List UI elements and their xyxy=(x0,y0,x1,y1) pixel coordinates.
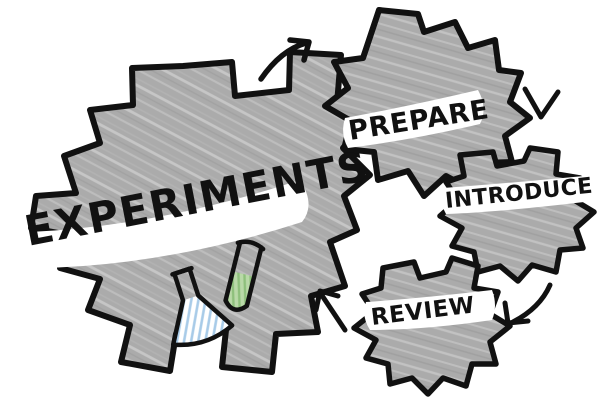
gear-experiments[interactable]: EXPERIMENTS xyxy=(21,49,373,375)
curved-arrow-icon xyxy=(258,40,309,82)
erlenmeyer-flask-icon xyxy=(170,265,235,348)
gear-prepare-label-band xyxy=(343,90,484,148)
chevron-down-arrow-icon xyxy=(522,86,561,120)
flask-neck-rim xyxy=(170,265,194,277)
test-tube-icon xyxy=(223,239,266,312)
arrow-prepare-to-introduce xyxy=(522,86,561,120)
arrow-review-to-experiments xyxy=(313,288,348,333)
flask-outline xyxy=(170,266,235,348)
gear-prepare[interactable]: PREPARE xyxy=(322,7,533,199)
arrow-introduce-to-review xyxy=(502,282,553,326)
gear-review-label-band xyxy=(364,290,495,330)
gear-experiments-label-band xyxy=(28,180,309,268)
curved-arrow-head-icon xyxy=(287,37,312,63)
curved-arrow-icon xyxy=(510,282,553,325)
flask-liquid xyxy=(173,295,231,344)
arrow-experiments-to-prepare xyxy=(258,37,312,82)
test-tube-outline xyxy=(223,240,264,312)
gear-introduce[interactable]: INTRODUCE xyxy=(437,145,597,284)
curved-arrow-head-icon xyxy=(502,300,531,326)
gear-review[interactable]: REVIEW xyxy=(351,255,513,397)
test-tube-rim xyxy=(235,239,266,252)
straight-arrow-icon xyxy=(318,291,348,333)
straight-arrow-head-icon xyxy=(313,288,341,313)
gear-introduce-label-band xyxy=(441,176,587,214)
